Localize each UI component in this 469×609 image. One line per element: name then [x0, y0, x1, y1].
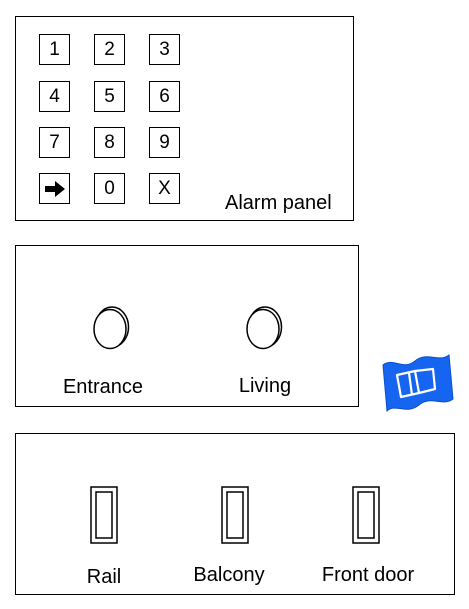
key-label: 8: [104, 132, 115, 153]
key-1[interactable]: 1: [39, 34, 70, 65]
door-contact-panel: Rail Balcony Front door: [15, 433, 455, 595]
key-8[interactable]: 8: [94, 127, 125, 158]
sensor-label-entrance: Entrance: [62, 376, 144, 398]
arrow-right-icon: [44, 180, 65, 197]
key-4[interactable]: 4: [39, 81, 70, 112]
key-0[interactable]: 0: [94, 173, 125, 204]
key-2[interactable]: 2: [94, 34, 125, 65]
key-label: 3: [159, 39, 170, 60]
key-cancel[interactable]: X: [149, 173, 180, 204]
key-label: X: [158, 178, 171, 199]
floor-plan-icon: [382, 354, 454, 413]
motion-sensor-panel: Entrance Living: [15, 245, 359, 407]
key-label: 9: [159, 132, 170, 153]
key-7[interactable]: 7: [39, 127, 70, 158]
key-label: 0: [104, 178, 115, 199]
contact-label-rail: Rail: [86, 566, 122, 588]
key-label: 7: [49, 132, 60, 153]
sensor-label-living: Living: [238, 375, 292, 397]
door-contact-icon: [352, 486, 380, 544]
alarm-panel-title: Alarm panel: [225, 192, 332, 214]
key-3[interactable]: 3: [149, 34, 180, 65]
door-contact-icon: [221, 486, 249, 544]
key-label: 1: [49, 39, 60, 60]
alarm-panel: 1 2 3 4 5 6 7 8 9 0 X Alarm panel: [15, 16, 354, 221]
key-5[interactable]: 5: [94, 81, 125, 112]
door-contact-icon: [90, 486, 118, 544]
key-label: 5: [104, 86, 115, 107]
contact-label-front-door: Front door: [321, 564, 415, 586]
key-label: 4: [49, 86, 60, 107]
key-label: 6: [159, 86, 170, 107]
motion-sensor-icon: [93, 306, 130, 350]
key-6[interactable]: 6: [149, 81, 180, 112]
key-enter[interactable]: [39, 173, 70, 204]
motion-sensor-icon: [246, 306, 283, 350]
key-9[interactable]: 9: [149, 127, 180, 158]
contact-label-balcony: Balcony: [193, 564, 265, 586]
key-label: 2: [104, 39, 115, 60]
